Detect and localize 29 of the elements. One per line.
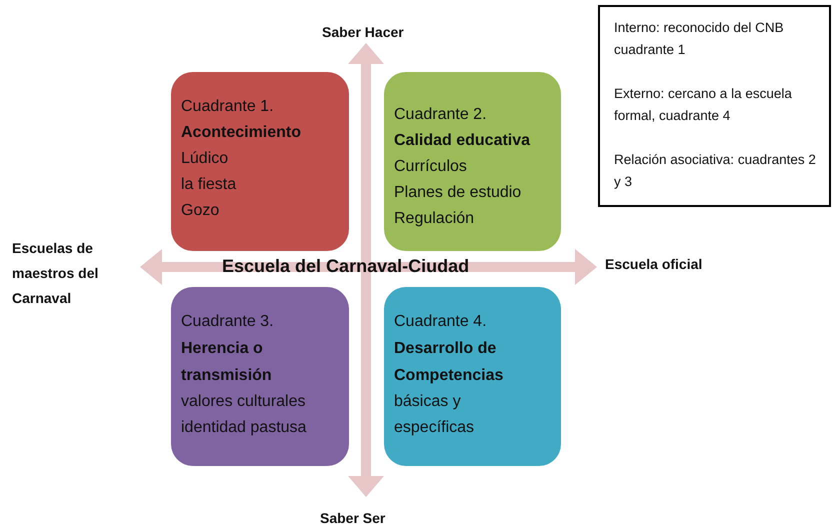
quadrant-item: identidad pastusa <box>181 418 308 438</box>
axis-label: Escuelas de maestros del Carnaval <box>12 239 100 308</box>
quadrant-title: Cuadrante 1. <box>181 97 275 117</box>
quadrant-item: Planes de estudio <box>394 183 522 203</box>
quadrant-item: Gozo <box>181 201 220 221</box>
quadrant-item: Currículos <box>394 157 468 177</box>
quadrant-box <box>171 72 349 251</box>
center-label: Escuela del Carnaval-Ciudad <box>222 256 470 277</box>
quadrant-item: valores culturales <box>181 392 306 412</box>
quadrant-title: Cuadrante 3. <box>181 312 275 332</box>
note-text: Externo: cercano a la escuela formal, cuadrante 4 <box>614 85 793 125</box>
quadrant-box <box>384 72 561 251</box>
quadrant-box <box>171 287 349 466</box>
axis-label: Saber Ser <box>320 510 386 526</box>
quadrant-box <box>384 287 561 466</box>
quadrant-item: específicas <box>394 418 476 438</box>
quadrant-item: Lúdico <box>181 149 230 169</box>
quadrant-heading: Calidad educativa <box>394 131 532 151</box>
note-box <box>598 5 831 207</box>
quadrant-heading: Acontecimiento <box>181 123 302 143</box>
quadrant-title: Cuadrante 2. <box>394 105 488 125</box>
axis-label: Saber Hacer <box>322 24 404 40</box>
axis-label: Escuela oficial <box>605 256 702 272</box>
note-text: Interno: reconocido del CNB cuadrante 1 <box>614 19 785 59</box>
quadrant-title: Cuadrante 4. <box>394 312 488 332</box>
quadrant-item: la fiesta <box>181 175 238 195</box>
quadrant-item: básicas y <box>394 392 462 412</box>
quadrant-item: Regulación <box>394 209 476 229</box>
note-text: Relación asociativa: cuadrantes 2 y 3 <box>614 151 817 191</box>
